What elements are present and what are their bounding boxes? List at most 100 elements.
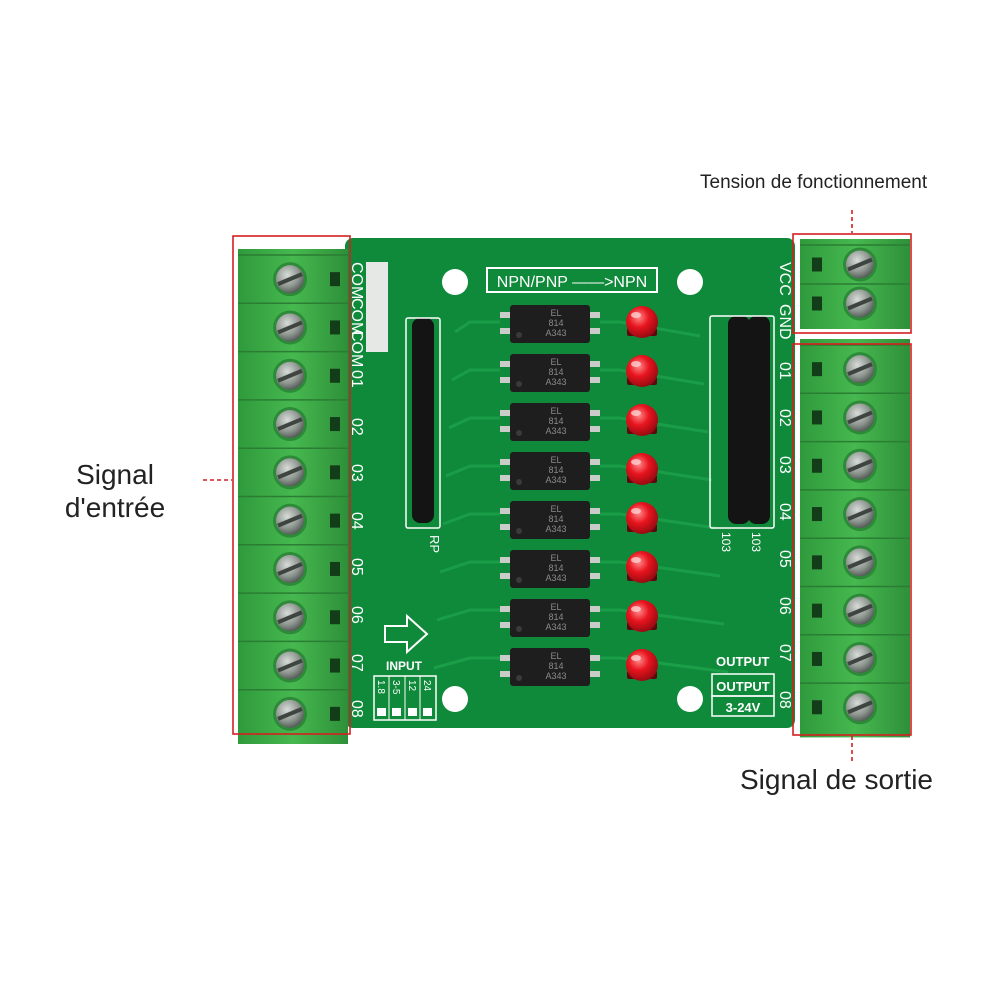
input-pin-label: 03 xyxy=(348,464,365,482)
chip-marking: EL xyxy=(550,357,561,367)
input-pin-label: COM xyxy=(348,298,365,335)
chip-marking: A343 xyxy=(545,622,566,632)
input-callout-line1: Signal xyxy=(76,459,154,490)
power-terminal-block xyxy=(800,239,910,329)
chip-marking: 814 xyxy=(548,612,563,622)
chip-marking: A343 xyxy=(545,573,566,583)
output-range-label: 3-24V xyxy=(726,700,761,715)
chip-marking: EL xyxy=(550,406,561,416)
mounting-hole xyxy=(677,269,703,295)
status-led xyxy=(626,306,658,338)
input-voltage-option: 24 xyxy=(421,680,432,692)
chip-marking: EL xyxy=(550,602,561,612)
output-box-label: OUTPUT xyxy=(716,679,770,694)
input-pin-label: COM xyxy=(348,330,365,367)
terminal-screw-cell[interactable] xyxy=(238,688,348,731)
input-voltage-option: 3-5 xyxy=(390,680,401,695)
status-led xyxy=(626,600,658,632)
chip-marking: A343 xyxy=(545,328,566,338)
terminal-screw-cell[interactable] xyxy=(238,399,348,442)
input-pin-label: 06 xyxy=(348,606,365,624)
output-callout-box xyxy=(792,343,912,736)
terminal-screw-cell[interactable] xyxy=(238,302,348,345)
terminal-screw-cell[interactable] xyxy=(800,682,910,725)
chip-marking: 814 xyxy=(548,563,563,573)
mounting-hole xyxy=(677,686,703,712)
input-pin-label: 04 xyxy=(348,512,365,530)
chip-marking: 814 xyxy=(548,318,563,328)
resistor-right-label: 103 xyxy=(749,532,763,552)
terminal-screw-cell[interactable] xyxy=(800,440,910,483)
terminal-screw-cell[interactable] xyxy=(238,350,348,393)
header-label-box xyxy=(486,267,658,293)
optocoupler-chips: EL814A343EL814A343EL814A343EL814A343EL81… xyxy=(500,305,600,686)
output-title: OUTPUT xyxy=(716,654,770,669)
signal-direction-arrow-icon xyxy=(384,613,429,655)
power-pin-label: GND xyxy=(776,304,793,340)
terminal-screw-cell[interactable] xyxy=(238,254,348,297)
status-led xyxy=(626,649,658,681)
chip-marking: EL xyxy=(550,504,561,514)
terminal-screw-cell[interactable] xyxy=(238,640,348,683)
terminal-screw-cell[interactable] xyxy=(238,592,348,635)
output-pin-label: 01 xyxy=(776,362,793,380)
terminal-screw-cell[interactable] xyxy=(238,447,348,490)
output-pin-label: 05 xyxy=(776,550,793,568)
input-callout-line2: d'entrée xyxy=(64,492,166,523)
mounting-hole xyxy=(442,269,468,295)
input-pin-label: COM xyxy=(348,262,365,299)
chip-marking: 814 xyxy=(548,514,563,524)
input-signal-callout-label: Signal d'entrée xyxy=(40,458,190,524)
voltage-callout-label: Tension de fonctionnement xyxy=(700,172,928,193)
resistor-right-label: 103 xyxy=(719,532,733,552)
mounting-hole xyxy=(442,686,468,712)
chip-marking: A343 xyxy=(545,671,566,681)
output-pin-label: 03 xyxy=(776,456,793,474)
chip-marking: 814 xyxy=(548,367,563,377)
chip-marking: EL xyxy=(550,651,561,661)
output-signal-callout-label: Signal de sortie xyxy=(740,764,934,795)
power-callout-box xyxy=(792,233,912,334)
resistor-network-left xyxy=(405,317,441,529)
terminal-screw-cell[interactable] xyxy=(238,495,348,538)
input-pin-label: 02 xyxy=(348,418,365,436)
status-led xyxy=(626,453,658,485)
terminal-screw-cell[interactable] xyxy=(800,634,910,676)
terminal-screw-cell[interactable] xyxy=(800,392,910,435)
output-pin-label: 06 xyxy=(776,597,793,615)
status-led xyxy=(626,404,658,436)
input-terminal-block xyxy=(238,249,348,744)
output-pin-label: 07 xyxy=(776,644,793,662)
chip-marking: EL xyxy=(550,553,561,563)
header-label: NPN/PNP ——>NPN xyxy=(497,274,647,291)
terminal-screw-cell[interactable] xyxy=(238,544,348,586)
status-led xyxy=(626,355,658,387)
output-pin-label: 04 xyxy=(776,503,793,521)
terminal-screw-cell[interactable] xyxy=(800,585,910,628)
terminal-screw-cell[interactable] xyxy=(800,244,910,282)
terminal-screw-cell[interactable] xyxy=(800,537,910,580)
output-pin-label: 02 xyxy=(776,409,793,427)
input-voltage-option: 12 xyxy=(406,680,417,692)
terminal-screw-cell[interactable] xyxy=(800,344,910,387)
terminal-screw-cell[interactable] xyxy=(800,283,910,321)
status-led xyxy=(626,551,658,583)
resistor-left-label: RP xyxy=(427,535,442,553)
input-pin-label: 05 xyxy=(348,558,365,576)
chip-marking: A343 xyxy=(545,475,566,485)
pcb-traces xyxy=(433,320,729,674)
chip-marking: 814 xyxy=(548,465,563,475)
chip-marking: EL xyxy=(550,308,561,318)
status-leds xyxy=(626,306,658,681)
input-pin-label: 07 xyxy=(348,654,365,672)
terminal-screw-cell[interactable] xyxy=(800,489,910,532)
input-callout-box xyxy=(232,235,351,735)
